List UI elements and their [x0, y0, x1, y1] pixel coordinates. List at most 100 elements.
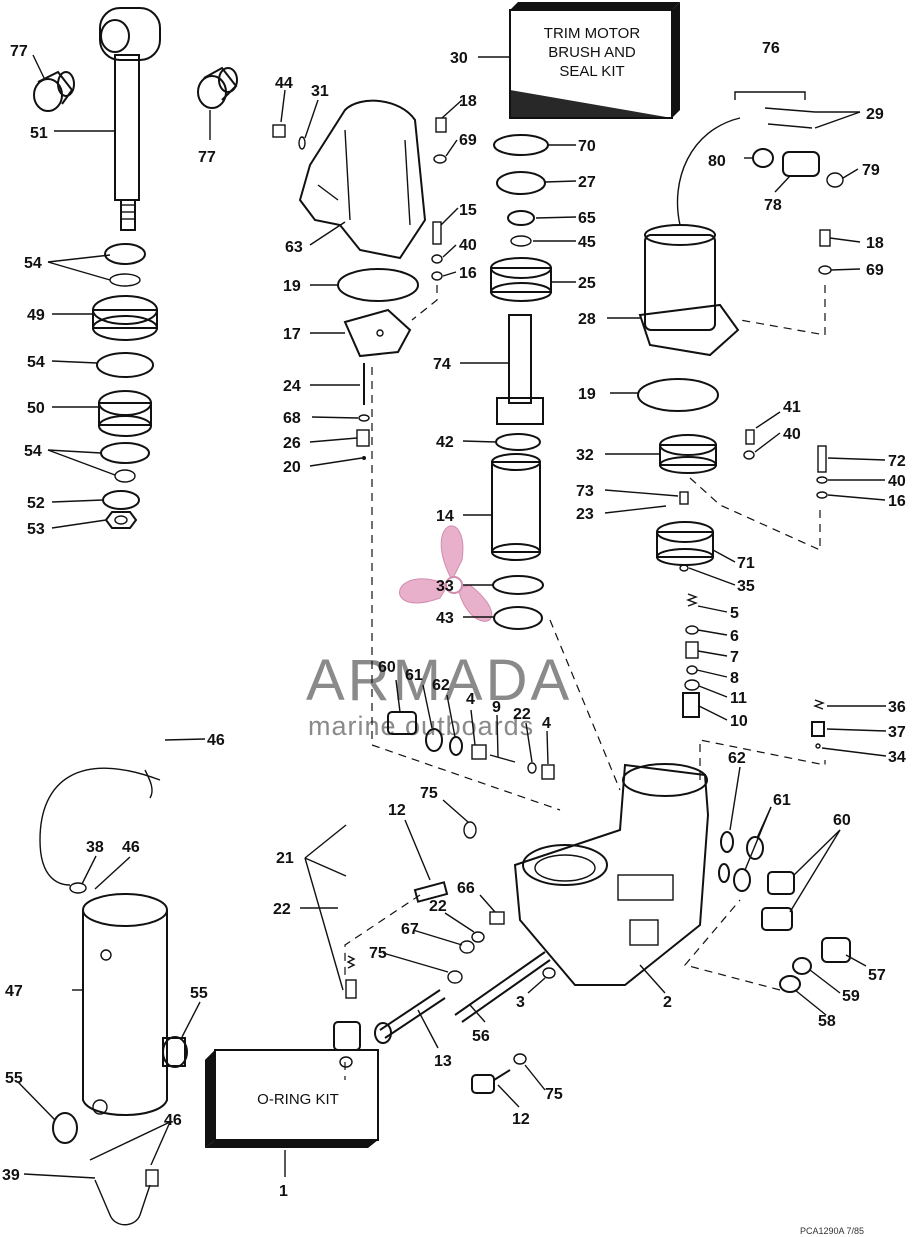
callout-54: 54 [27, 354, 45, 371]
callout-56: 56 [472, 1028, 490, 1045]
callout-14: 14 [436, 508, 454, 525]
callout-61: 61 [405, 667, 423, 684]
callout-60: 60 [378, 659, 396, 676]
callout-19: 19 [283, 278, 301, 295]
callout-21: 21 [276, 850, 294, 867]
callout-6: 6 [730, 628, 739, 645]
callout-69: 69 [459, 132, 477, 149]
callout-2: 2 [663, 994, 672, 1011]
callout-66: 66 [457, 880, 475, 897]
callout-72: 72 [888, 453, 906, 470]
callout-30: 30 [450, 50, 468, 67]
manifold-plate-17 [343, 308, 412, 358]
alignment-lines [344, 285, 826, 1080]
callout-27: 27 [578, 174, 596, 191]
tilt-cylinder-47 [39, 767, 168, 1116]
callout-29: 29 [866, 106, 884, 123]
callout-55: 55 [190, 985, 208, 1002]
bushing-77-left [33, 70, 75, 112]
callout-62: 62 [728, 750, 746, 767]
callout-10: 10 [730, 713, 748, 730]
callout-63: 63 [285, 239, 303, 256]
callout-22: 22 [273, 901, 291, 918]
callout-23: 23 [576, 506, 594, 523]
callout-71: 71 [737, 555, 755, 572]
callout-75: 75 [420, 785, 438, 802]
callout-75: 75 [369, 945, 387, 962]
oring-19-left [337, 268, 419, 302]
callout-15: 15 [459, 202, 477, 219]
valve-springs [682, 593, 825, 749]
callout-24: 24 [283, 378, 301, 395]
kit-line-3: SEAL KIT [559, 63, 624, 80]
drawing-code: PCA1290A 7/85 [800, 1226, 864, 1236]
callout-70: 70 [578, 138, 596, 155]
trim-motor-cover [298, 99, 427, 260]
wire-terminals-29 [734, 91, 816, 129]
watermark-tagline: marine outboards [308, 711, 534, 741]
callout-65: 65 [578, 210, 596, 227]
center-stack [490, 134, 552, 630]
callout-18: 18 [866, 235, 884, 252]
kit-line-1: TRIM MOTOR [544, 25, 641, 42]
callout-54: 54 [24, 443, 42, 460]
trim-motor-kit-box: TRIM MOTOR BRUSH AND SEAL KIT [509, 2, 680, 119]
callout-41: 41 [783, 399, 801, 416]
callout-16: 16 [888, 493, 906, 510]
callout-39: 39 [2, 1167, 20, 1184]
kit-line-2: BRUSH AND [548, 44, 636, 61]
callout-38: 38 [86, 839, 104, 856]
callout-68: 68 [283, 410, 301, 427]
valve-body-71 [656, 491, 714, 572]
bushing-77-right [197, 66, 238, 109]
callout-45: 45 [578, 234, 596, 251]
callout-52: 52 [27, 495, 45, 512]
callout-37: 37 [888, 724, 906, 741]
callout-54: 54 [24, 255, 42, 272]
callout-40: 40 [783, 426, 801, 443]
callout-7: 7 [730, 649, 739, 666]
callout-46: 46 [207, 732, 225, 749]
callout-19: 19 [578, 386, 596, 403]
callout-3: 3 [516, 994, 525, 1011]
oring-kit-label: O-RING KIT [257, 1091, 339, 1108]
leader-lines [17, 54, 887, 1179]
callout-40: 40 [459, 237, 477, 254]
callout-33: 33 [436, 578, 454, 595]
callout-40: 40 [888, 473, 906, 490]
callout-17: 17 [283, 326, 301, 343]
callout-47: 47 [5, 983, 23, 1000]
callout-74: 74 [433, 356, 451, 373]
callout-26: 26 [283, 435, 301, 452]
callout-25: 25 [578, 275, 596, 292]
callout-5: 5 [730, 605, 739, 622]
tilt-ram-rod [99, 7, 161, 231]
trim-motor-28 [637, 117, 741, 474]
brush-holder-78 [752, 148, 844, 188]
callout-53: 53 [27, 521, 45, 538]
callout-58: 58 [818, 1013, 836, 1030]
right-fittings [718, 831, 851, 993]
callout-1: 1 [279, 1183, 288, 1200]
callout-69: 69 [866, 262, 884, 279]
armada-propeller-logo [399, 525, 493, 622]
callout-16: 16 [459, 265, 477, 282]
callout-13: 13 [434, 1053, 452, 1070]
callout-22: 22 [429, 898, 447, 915]
callout-28: 28 [578, 311, 596, 328]
callout-59: 59 [842, 988, 860, 1005]
callout-73: 73 [576, 483, 594, 500]
oring-kit-box: O-RING KIT [205, 1049, 379, 1148]
callout-4: 4 [466, 691, 475, 708]
callout-35: 35 [737, 578, 755, 595]
callout-50: 50 [27, 400, 45, 417]
callout-80: 80 [708, 153, 726, 170]
callout-76: 76 [762, 40, 780, 57]
callout-62: 62 [432, 677, 450, 694]
callout-57: 57 [868, 967, 886, 984]
callout-51: 51 [30, 125, 48, 142]
callout-67: 67 [401, 921, 419, 938]
callout-61: 61 [773, 792, 791, 809]
callout-12: 12 [512, 1111, 530, 1128]
bleed-line-39 [94, 1169, 159, 1226]
